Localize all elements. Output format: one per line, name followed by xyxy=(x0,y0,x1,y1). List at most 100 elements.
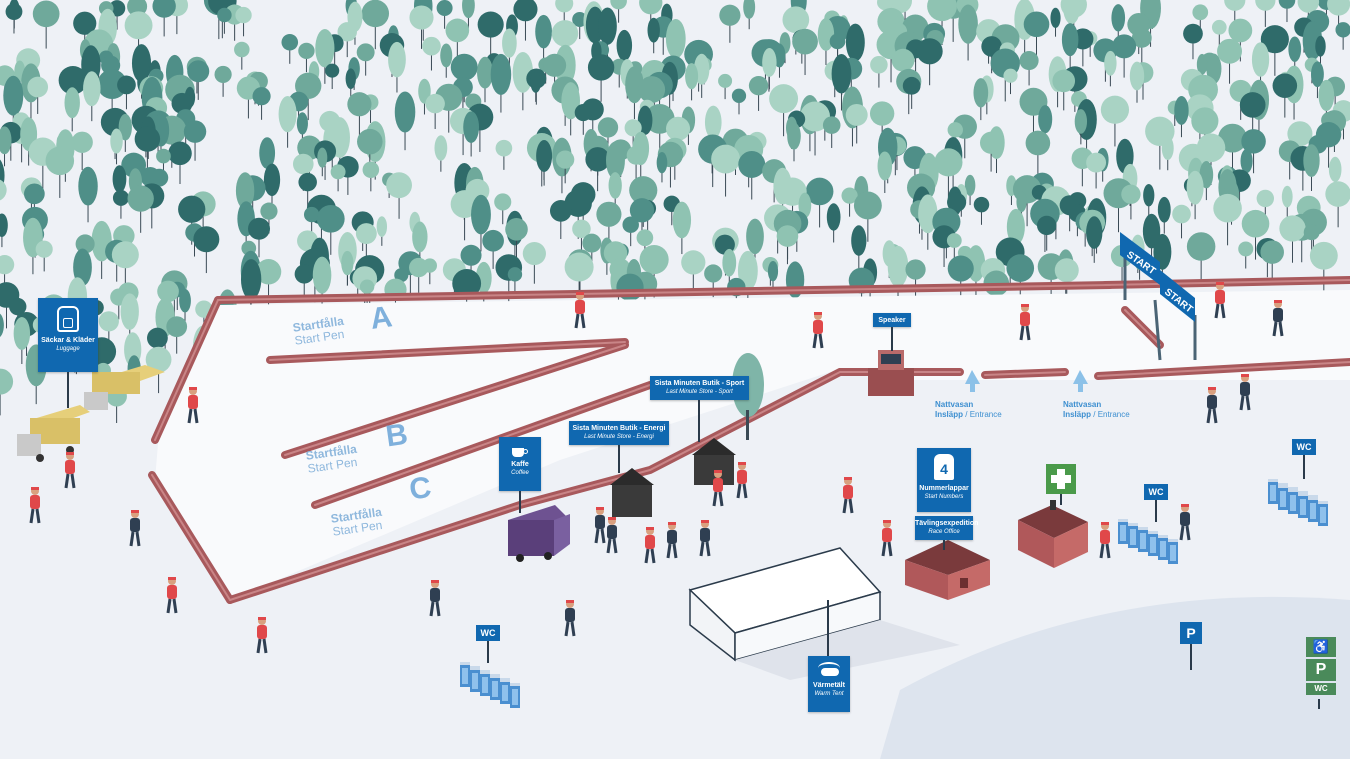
tree xyxy=(71,131,93,171)
tree xyxy=(134,126,161,173)
tree xyxy=(409,257,429,293)
tree xyxy=(1213,193,1242,246)
wheelchair-icon: ♿ xyxy=(1306,637,1336,657)
luggage-trucks xyxy=(17,365,165,462)
fence-highlight xyxy=(1097,361,1350,377)
wc-cabin-door xyxy=(492,681,498,697)
start-numbers-sign[interactable]: 4 Nummerlappar Start Numbers xyxy=(917,448,971,512)
accessible-parking-sign[interactable]: ♿ P WC xyxy=(1306,637,1336,695)
wc-cabin-door xyxy=(1130,529,1136,545)
tree xyxy=(1157,196,1171,234)
tree xyxy=(787,122,801,162)
tree xyxy=(685,63,699,101)
parking-sign-pole xyxy=(1190,644,1192,670)
tree xyxy=(1161,136,1174,171)
tree xyxy=(587,54,615,102)
tree xyxy=(574,104,592,135)
wc-sign-3[interactable]: WC xyxy=(1292,439,1316,455)
store-energy-pole xyxy=(618,445,620,473)
person xyxy=(1272,300,1284,337)
tree xyxy=(647,17,660,54)
tree xyxy=(316,204,345,255)
tree xyxy=(826,203,841,243)
tree xyxy=(536,140,553,186)
tree xyxy=(1052,69,1076,111)
tree xyxy=(1036,215,1057,251)
tree xyxy=(1186,170,1204,220)
luggage-sign[interactable]: Säckar & Kläder Luggage xyxy=(38,298,98,372)
wc-cabin-door xyxy=(1170,545,1176,561)
race-office-building xyxy=(905,540,990,600)
tree xyxy=(118,113,132,152)
wc-cabin-roof xyxy=(1128,523,1138,526)
tree xyxy=(556,150,575,184)
tree xyxy=(1241,209,1270,260)
tree xyxy=(477,11,504,59)
tree xyxy=(598,7,617,61)
tree xyxy=(152,0,176,37)
wc-sign-2[interactable]: WC xyxy=(1144,484,1168,500)
tree xyxy=(440,43,453,78)
wc-cabin-door xyxy=(1150,537,1156,553)
store-sport-pole xyxy=(698,400,700,442)
wc-cabin-door xyxy=(472,673,478,689)
speaker-sign-pole xyxy=(891,327,893,351)
tree xyxy=(5,3,23,34)
tree xyxy=(1325,181,1350,228)
tree xyxy=(522,241,546,284)
store-sport-sign[interactable]: Sista Minuten Butik - Sport Last Minute … xyxy=(650,376,749,400)
tree xyxy=(513,0,538,41)
tree xyxy=(1019,50,1039,86)
coffee-sign-pole xyxy=(519,491,521,513)
warm-tent-subtitle: Warm Tent xyxy=(814,691,844,697)
entrance-2-title: Nattvasan xyxy=(1063,400,1102,409)
tree xyxy=(1003,68,1018,95)
wc-sign-1[interactable]: WC xyxy=(476,625,500,641)
tree xyxy=(112,189,129,219)
wc-cabin-roof xyxy=(1158,535,1168,538)
store-energy-sign[interactable]: Sista Minuten Butik - Energi Last Minute… xyxy=(569,421,669,445)
speaker-sign-title: Speaker xyxy=(878,317,906,324)
tree xyxy=(362,161,380,192)
tree xyxy=(145,346,172,394)
tree xyxy=(853,191,882,242)
parking-sign[interactable]: P xyxy=(1180,622,1202,644)
person xyxy=(29,487,41,524)
tree xyxy=(0,126,12,167)
tree xyxy=(418,78,431,115)
person xyxy=(812,312,824,349)
person xyxy=(256,617,268,654)
tree xyxy=(434,135,448,172)
coffee-sign[interactable]: Kaffe Coffee xyxy=(499,437,541,491)
warm-tent-sign[interactable]: Värmetält Warm Tent xyxy=(808,656,850,712)
tree xyxy=(317,147,328,177)
wc-cabin-roof xyxy=(1138,527,1148,530)
speaker-sign[interactable]: Speaker xyxy=(873,313,911,327)
start-numbers-subtitle: Start Numbers xyxy=(924,494,964,500)
tree xyxy=(1129,61,1145,103)
tree xyxy=(234,41,250,70)
tree xyxy=(168,141,192,184)
tree xyxy=(946,233,962,260)
tree xyxy=(973,196,990,225)
tree xyxy=(1255,0,1276,27)
tree xyxy=(1311,61,1324,99)
tree xyxy=(32,0,60,49)
race-office-sign[interactable]: Tävlingsexpedition Race Office xyxy=(915,516,978,540)
person xyxy=(712,470,724,507)
tree xyxy=(187,60,210,100)
wc-cabin-door xyxy=(462,668,468,684)
wc-cabin-roof xyxy=(1268,479,1278,482)
wc-cabin-door xyxy=(1320,507,1326,523)
tree xyxy=(1112,34,1137,78)
tree xyxy=(572,219,591,253)
tree xyxy=(1238,241,1254,269)
tree xyxy=(45,146,75,198)
tree xyxy=(769,84,799,137)
start-numbers-title: Nummerlappar xyxy=(919,485,969,492)
tree xyxy=(477,56,493,103)
tree xyxy=(1061,23,1079,71)
tree xyxy=(711,144,741,197)
person xyxy=(606,517,618,554)
tree xyxy=(738,150,766,200)
